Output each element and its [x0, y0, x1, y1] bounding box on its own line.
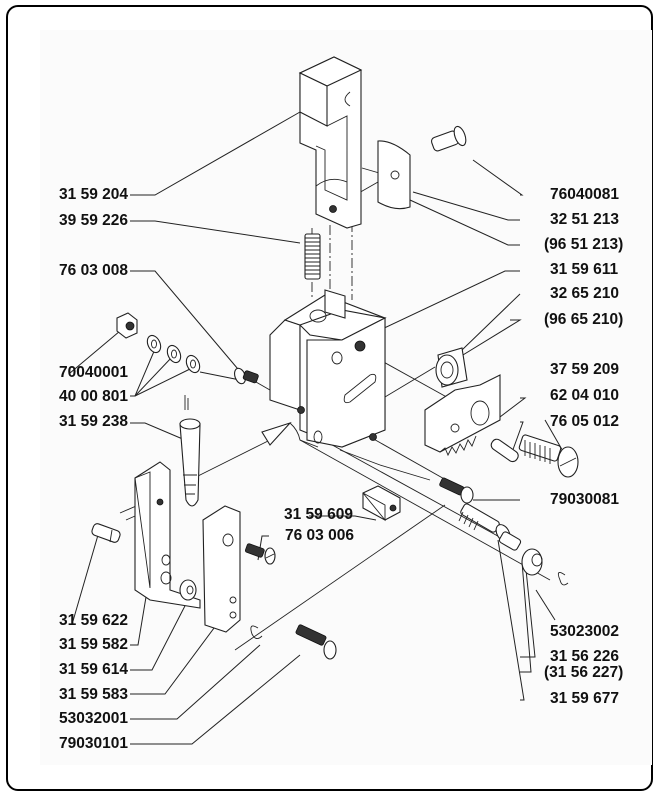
part-31-59-677-shaft[interactable]: [458, 503, 522, 551]
leader-lines-left: [69, 111, 301, 745]
label-62-04-010[interactable]: 62 04 010: [550, 387, 619, 404]
label-32-51-213[interactable]: 32 51 213: [550, 211, 619, 228]
part-37-59-209-rack[interactable]: [424, 374, 501, 457]
label-31-59-622[interactable]: 31 59 622: [59, 612, 128, 629]
label-53032001[interactable]: 53032001: [59, 710, 128, 727]
label-76-03-008[interactable]: 76 03 008: [59, 262, 128, 279]
part-31-59-611-block[interactable]: [269, 289, 387, 448]
part-31-59-583-bracket[interactable]: [202, 505, 241, 633]
label-76040081[interactable]: 76040081: [550, 186, 619, 203]
part-31-56-226-wheel[interactable]: [521, 548, 543, 576]
label-31-56-226[interactable]: 31 56 226: [550, 648, 619, 665]
part-32-51-213-plate[interactable]: [377, 140, 411, 210]
label-76-03-006[interactable]: 76 03 006: [285, 527, 354, 544]
part-76040081-screw[interactable]: [430, 125, 468, 152]
label-31-59-238[interactable]: 31 59 238: [59, 413, 128, 430]
part-53032001-clip[interactable]: [250, 625, 263, 639]
label-31-59-611[interactable]: 31 59 611: [550, 261, 619, 278]
label-37-59-209[interactable]: 37 59 209: [550, 361, 619, 378]
part-31-59-204[interactable]: [298, 56, 363, 229]
part-31-59-614-washer[interactable]: [179, 579, 197, 601]
label-40-00-801[interactable]: 40 00 801: [59, 388, 128, 405]
part-32-65-210-bushing[interactable]: [435, 347, 468, 388]
assembly-arrow: [189, 421, 292, 481]
label-39-59-226[interactable]: 39 59 226: [59, 212, 128, 229]
part-53023002-clip[interactable]: [557, 571, 569, 586]
label-31-59-677[interactable]: 31 59 677: [550, 690, 619, 707]
label-79030081[interactable]: 79030081: [550, 491, 619, 508]
part-62-04-010-pin[interactable]: [489, 437, 520, 463]
part-40-00-801-washers[interactable]: [145, 333, 202, 374]
label-96-65-210[interactable]: (96 65 210): [544, 311, 624, 328]
label-76-05-012[interactable]: 76 05 012: [550, 413, 619, 430]
label-31-59-614[interactable]: 31 59 614: [59, 661, 128, 678]
part-31-59-582-bracket[interactable]: [134, 461, 201, 609]
label-31-59-609[interactable]: 31 59 609: [284, 506, 353, 523]
part-79030101-screw[interactable]: [295, 624, 337, 660]
label-96-51-213[interactable]: (96 51 213): [544, 236, 624, 253]
part-31-59-622-pin[interactable]: [91, 523, 121, 544]
part-76-05-012-screw[interactable]: [518, 434, 579, 478]
label-31-56-227[interactable]: (31 56 227): [544, 664, 624, 681]
label-32-65-210[interactable]: 32 65 210: [550, 285, 619, 302]
label-70040001[interactable]: 70040001: [59, 364, 128, 381]
part-76-03-008-screw[interactable]: [233, 367, 259, 385]
label-31-59-582[interactable]: 31 59 582: [59, 636, 128, 653]
part-31-59-609-block[interactable]: [362, 485, 401, 522]
part-79030081-screw[interactable]: [439, 477, 474, 504]
label-53023002[interactable]: 53023002: [550, 623, 619, 640]
label-31-59-583[interactable]: 31 59 583: [59, 686, 128, 703]
label-79030101[interactable]: 79030101: [59, 735, 128, 752]
part-39-59-226-spring[interactable]: [304, 233, 321, 280]
part-76-03-006-screw[interactable]: [244, 543, 276, 565]
label-31-59-204[interactable]: 31 59 204: [59, 186, 128, 203]
part-31-59-238-tube[interactable]: [179, 418, 201, 507]
part-70040001-nut[interactable]: [116, 312, 138, 339]
